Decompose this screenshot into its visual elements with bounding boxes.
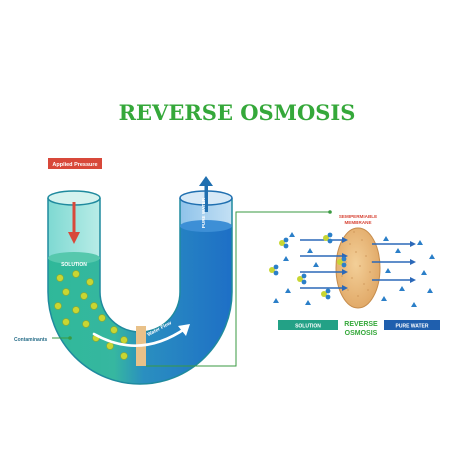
water-molecule	[411, 302, 417, 307]
contaminant-cluster	[337, 256, 347, 268]
membrane-label-line2: MEMBRANE	[344, 220, 371, 225]
flow-arrows	[300, 237, 416, 291]
solution-surface	[48, 252, 100, 264]
solution-bar	[278, 320, 338, 330]
water-molecule	[289, 232, 295, 237]
water-molecule	[285, 288, 291, 293]
pure-water-label: PURE WATER	[201, 197, 206, 228]
contaminant-dot	[120, 336, 128, 344]
water-molecule	[427, 288, 433, 293]
water-molecule	[421, 270, 427, 275]
contaminant-dot	[54, 302, 62, 310]
diagram-title: REVERSE OSMOSIS	[119, 100, 356, 125]
contaminant-dot	[62, 318, 70, 326]
membrane-label-line1: SEMIPERMIABLE	[339, 214, 377, 219]
reverse-osmosis-small-line1: REVERSE	[344, 321, 378, 328]
contaminant-dot	[62, 288, 70, 296]
contaminant-dot	[90, 302, 98, 310]
pressure-arrow	[68, 202, 80, 244]
contaminants-label: Contaminants	[14, 337, 48, 343]
contaminant-clusters	[269, 232, 347, 300]
tube-liquid	[48, 226, 232, 384]
water-molecule	[383, 236, 389, 241]
contaminants-leader-dot	[68, 336, 72, 340]
water-molecule	[429, 254, 435, 259]
reverse-osmosis-small-line2: OSMOSIS	[345, 330, 378, 337]
contaminant-cluster	[269, 264, 279, 276]
applied-pressure-box	[48, 158, 102, 169]
pure-water-up-arrow	[199, 176, 213, 212]
water-molecule	[381, 296, 387, 301]
water-molecules	[273, 232, 435, 307]
contaminant-cluster	[321, 288, 331, 300]
pure-water-surface	[180, 220, 232, 232]
contaminant-dot	[82, 320, 90, 328]
contaminant-dots	[54, 270, 128, 360]
zoom-panel: SEMIPERMIABLE MEMBRANE	[269, 214, 440, 337]
water-molecule	[305, 300, 311, 305]
pure-water-bar	[384, 320, 440, 330]
solution-bar-label: SOLUTION	[295, 324, 321, 330]
zoom-connector-line	[146, 211, 330, 367]
water-molecule	[273, 298, 279, 303]
pure-water-bar-label: PURE WATER	[396, 324, 429, 330]
solution-label: SOLUTION	[61, 262, 87, 268]
water-molecule	[417, 240, 423, 245]
contaminant-dot	[98, 314, 106, 322]
water-flow-arrowhead	[178, 324, 190, 336]
contaminant-dot	[110, 326, 118, 334]
contaminant-dot	[56, 274, 64, 282]
water-molecule	[313, 262, 319, 267]
contaminant-cluster	[297, 273, 307, 285]
contaminant-dot	[120, 352, 128, 360]
water-molecule	[283, 256, 289, 261]
water-molecule	[395, 248, 401, 253]
contaminant-dot	[80, 292, 88, 300]
zoom-connector-dot	[328, 210, 332, 214]
water-molecule	[307, 248, 313, 253]
contaminant-cluster	[279, 237, 289, 249]
contaminant-dot	[72, 306, 80, 314]
applied-pressure-label: Applied Pressure	[52, 162, 97, 168]
contaminant-dot	[86, 278, 94, 286]
water-molecule	[385, 268, 391, 273]
water-molecule	[399, 286, 405, 291]
contaminant-dot	[106, 342, 114, 350]
contaminant-dot	[72, 270, 80, 278]
water-flow-arrow	[92, 326, 188, 347]
contaminant-cluster	[323, 232, 333, 244]
